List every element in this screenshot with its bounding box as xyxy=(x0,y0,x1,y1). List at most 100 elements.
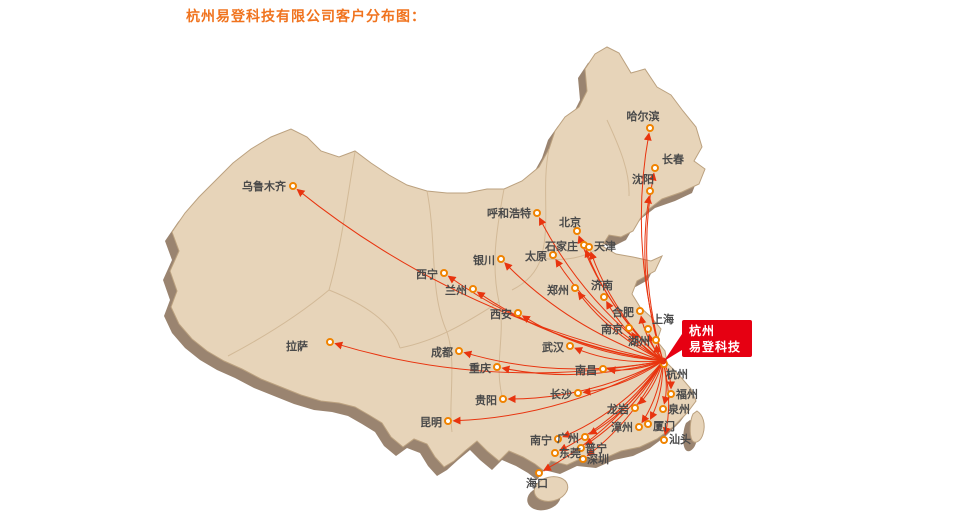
city-dot xyxy=(499,395,507,403)
route-line xyxy=(296,188,664,362)
city-label: 哈尔滨 xyxy=(627,109,660,123)
city-label: 贵阳 xyxy=(475,393,497,407)
city-dot xyxy=(646,187,654,195)
route-line xyxy=(589,251,664,362)
city-label: 乌鲁木齐 xyxy=(242,179,287,193)
city-dot xyxy=(600,293,608,301)
city-label: 汕头 xyxy=(669,432,691,446)
city-label: 西宁 xyxy=(416,267,438,281)
city-label: 南京 xyxy=(601,322,623,336)
hub-callout-box xyxy=(682,320,752,357)
city-dot xyxy=(651,164,659,172)
route-line xyxy=(631,331,664,362)
route-line xyxy=(521,315,664,362)
city-label: 郑州 xyxy=(547,283,569,297)
route-line xyxy=(542,360,664,471)
province-border xyxy=(606,119,630,197)
city-dot xyxy=(636,307,644,315)
city-label: 石家庄 xyxy=(544,239,578,253)
city-label: 拉萨 xyxy=(286,339,308,353)
hub-dot xyxy=(659,357,667,365)
city-dot xyxy=(599,365,607,373)
city-label: 厦门 xyxy=(653,419,675,433)
hub-callout: 杭州 易登科技 xyxy=(659,320,752,365)
route-line xyxy=(586,360,664,457)
city-dot xyxy=(533,209,541,217)
city-label: 南昌 xyxy=(575,363,597,377)
city-dot xyxy=(440,269,448,277)
city-label: 沈阳 xyxy=(632,172,654,186)
city-label: 泉州 xyxy=(667,402,690,416)
city-dot xyxy=(660,436,668,444)
city-label: 福州 xyxy=(675,387,698,401)
city-dot xyxy=(493,363,501,371)
city-label: 深圳 xyxy=(587,452,609,466)
route-line xyxy=(504,262,664,362)
hub-callout-line2: 易登科技 xyxy=(689,339,741,354)
city-labels: 哈尔滨长春沈阳乌鲁木齐呼和浩特北京石家庄天津太原银川西宁兰州郑州济南合肥上海南京… xyxy=(242,109,698,490)
city-dots xyxy=(289,124,675,477)
city-label: 海口 xyxy=(526,476,548,490)
city-dot xyxy=(497,255,505,263)
route-line xyxy=(501,360,664,376)
mainland-shape xyxy=(169,46,706,472)
city-label: 银川 xyxy=(473,253,495,267)
city-label: 长沙 xyxy=(550,387,572,401)
province-border xyxy=(227,289,330,357)
route-line xyxy=(584,360,664,446)
city-dot xyxy=(289,182,297,190)
city-label: 济南 xyxy=(591,278,613,292)
city-dot xyxy=(667,390,675,398)
city-label: 南宁 xyxy=(530,433,552,447)
route-line xyxy=(555,258,664,362)
route-line xyxy=(582,360,664,396)
city-dot xyxy=(554,435,562,443)
hub-callout-line1: 杭州 xyxy=(689,323,715,338)
city-dot xyxy=(625,324,633,332)
city-dot xyxy=(585,243,593,251)
route-lines xyxy=(296,132,675,471)
city-dot xyxy=(579,455,587,463)
city-dot xyxy=(535,469,543,477)
route-line xyxy=(562,360,664,438)
city-dot xyxy=(551,449,559,457)
city-label: 合肥 xyxy=(612,305,634,319)
city-dot xyxy=(652,336,660,344)
city-dot xyxy=(581,433,589,441)
province-border xyxy=(328,289,401,349)
city-dot xyxy=(574,389,582,397)
city-label: 成都 xyxy=(431,345,453,359)
route-line xyxy=(641,360,664,424)
hub-callout-pointer xyxy=(664,334,682,361)
city-label: 呼和浩特 xyxy=(487,206,531,220)
city-label: 西安 xyxy=(490,307,512,321)
city-label: 天津 xyxy=(594,239,616,253)
city-label: 龙岩 xyxy=(606,402,629,416)
city-label: 杭州 xyxy=(666,367,688,381)
route-line xyxy=(452,360,664,425)
city-label: 上海 xyxy=(652,312,674,326)
city-dot xyxy=(549,251,557,259)
city-label: 长春 xyxy=(662,152,685,166)
route-line xyxy=(507,360,664,404)
city-dot xyxy=(577,444,585,452)
city-dot xyxy=(514,309,522,317)
city-label: 重庆 xyxy=(469,361,491,375)
city-dot xyxy=(455,347,463,355)
route-line xyxy=(577,291,664,362)
route-line xyxy=(463,350,664,370)
city-dot xyxy=(573,227,581,235)
city-label: 北京 xyxy=(559,215,581,229)
province-border xyxy=(540,245,603,260)
city-dot xyxy=(326,338,334,346)
city-dot xyxy=(571,284,579,292)
city-dot xyxy=(644,420,652,428)
province-borders xyxy=(227,119,630,433)
city-label: 漳州 xyxy=(611,420,633,434)
city-dot xyxy=(631,404,639,412)
city-label: 湖州 xyxy=(628,334,650,348)
city-label: 武汉 xyxy=(542,340,565,354)
city-label: 广州 xyxy=(557,431,579,445)
